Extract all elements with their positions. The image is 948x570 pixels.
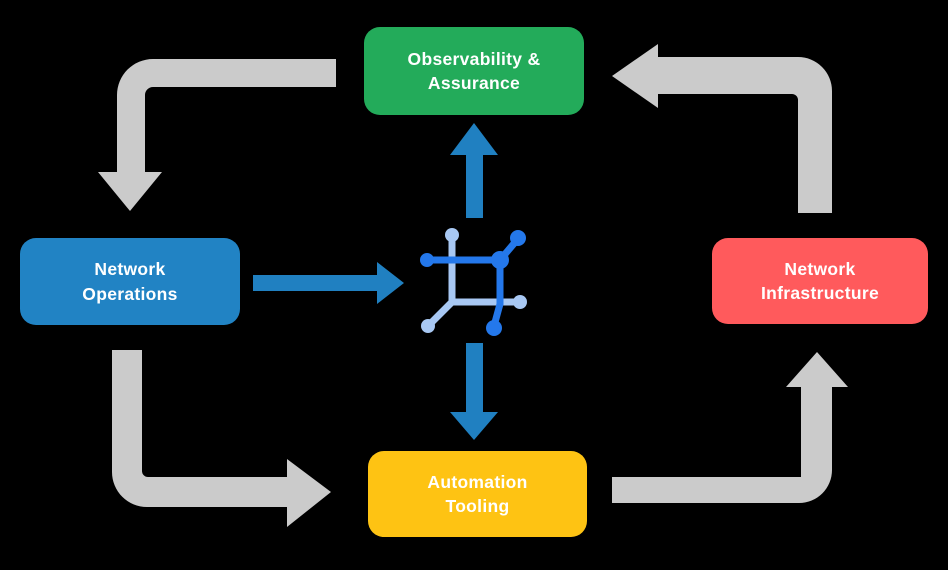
cycle-arrow-operations-to-automation-icon bbox=[112, 350, 331, 527]
node-observability-assurance: Observability & Assurance bbox=[364, 27, 584, 115]
network-node-icon-light-dots bbox=[421, 228, 527, 333]
network-node-icon-light-lines bbox=[426, 232, 523, 328]
node-automation-tooling: Automation Tooling bbox=[368, 451, 587, 537]
node-automation-tooling-label: Automation Tooling bbox=[427, 471, 528, 516]
node-network-operations: Network Operations bbox=[20, 238, 240, 325]
flow-arrow-center-to-automation-icon bbox=[450, 343, 498, 440]
node-observability-assurance-label: Observability & Assurance bbox=[407, 48, 541, 93]
node-network-infrastructure: Network Infrastructure bbox=[712, 238, 928, 324]
network-node-icon bbox=[420, 228, 527, 336]
cycle-arrow-automation-to-infrastructure-icon bbox=[612, 352, 848, 503]
cycle-arrow-infrastructure-to-observability-icon bbox=[612, 44, 832, 213]
network-node-icon-dark-dots bbox=[420, 230, 526, 336]
flow-arrow-center-to-observability-icon bbox=[450, 123, 498, 218]
node-network-infrastructure-label: Network Infrastructure bbox=[761, 258, 879, 303]
node-network-operations-label: Network Operations bbox=[82, 259, 178, 304]
flow-arrow-operations-to-center-icon bbox=[253, 262, 404, 304]
cycle-arrow-observability-to-operations-icon bbox=[98, 59, 336, 211]
